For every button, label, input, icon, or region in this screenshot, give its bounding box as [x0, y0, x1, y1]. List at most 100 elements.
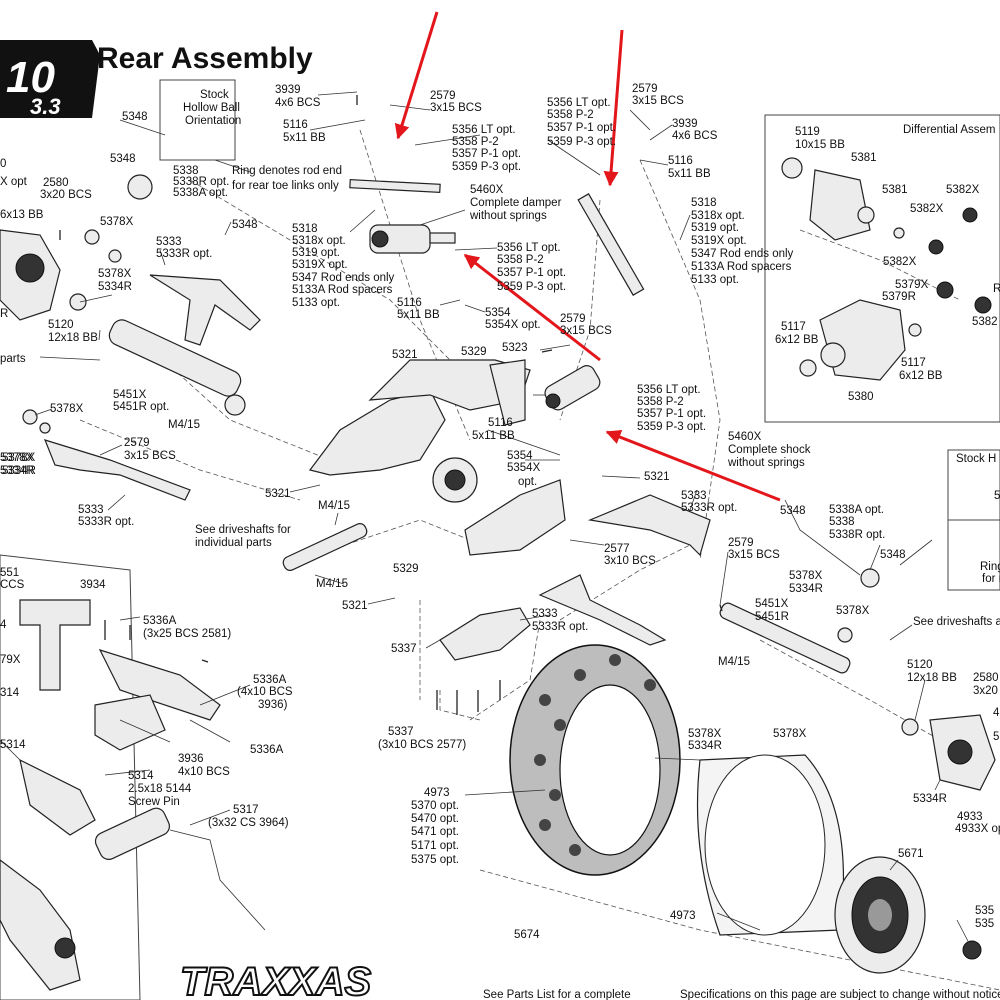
- callout-c46: 5348: [780, 505, 806, 517]
- callout-c57: 5378X: [836, 605, 870, 617]
- callout-c42: 5321: [644, 471, 670, 483]
- callout-c92: 4: [0, 619, 7, 631]
- callout-c103: R: [0, 308, 8, 320]
- parts-list-note: See Parts List for a complete: [483, 989, 631, 1000]
- callout-c5: 5348: [110, 153, 136, 165]
- callout-c43: 5321: [265, 488, 291, 500]
- parts: [0, 95, 996, 991]
- callout-c60: M4/15: [718, 656, 750, 668]
- callout-c82: 5382: [972, 316, 998, 328]
- callout-c77: 5381: [882, 184, 908, 196]
- callout-c85: 5380: [848, 391, 874, 403]
- callout-c49: M4/15: [316, 578, 348, 590]
- logo-version: 3.3: [30, 94, 61, 119]
- callout-c12: 5378X: [100, 216, 134, 228]
- callout-c80: 5382X: [883, 256, 917, 268]
- callout-c13: 5348: [232, 219, 258, 231]
- callout-c100: 5317(3x32 CS 3964): [208, 804, 289, 829]
- callout-c66: 5378X: [773, 728, 807, 740]
- callout-c102: 5: [993, 731, 999, 743]
- callout-c90: 3934: [80, 579, 106, 591]
- callout-c101: 4: [993, 707, 1000, 719]
- callout-c87: 5: [994, 490, 1000, 502]
- highlight-arrows: [394, 11, 781, 502]
- shock-tower-box: [0, 554, 141, 1000]
- callout-c11: 6x13 BB: [0, 209, 44, 221]
- callout-c96: 5336A: [250, 744, 284, 756]
- callout-c64: 5337(3x10 BCS 2577): [378, 726, 466, 751]
- leader-lines: [0, 91, 971, 946]
- callout-c86: Stock H: [956, 453, 996, 465]
- callout-c29: M4/15: [168, 419, 200, 431]
- callout-c105: R: [993, 283, 1000, 295]
- traxxas-brand-logo: TRAXXAS: [180, 960, 371, 1000]
- callout-c50: 5329: [393, 563, 419, 575]
- callout-c67: 5334R: [913, 793, 947, 805]
- callout-c91: 5336A(3x25 BCS 2581): [143, 615, 231, 640]
- callout-c97: 5314: [0, 739, 26, 751]
- callout-c59: 5337: [391, 643, 417, 655]
- callout-c4: 5348: [122, 111, 148, 123]
- callout-c76: 5381: [851, 152, 877, 164]
- callout-c72: 5674: [514, 929, 540, 941]
- callout-c35: 5329: [461, 346, 487, 358]
- footer: TRAXXAS See Parts List for a complete Sp…: [179, 959, 1000, 1000]
- callout-c71: 4973: [670, 910, 696, 922]
- callout-c74: Differential Assem: [903, 124, 995, 136]
- callout-c79: 5382X: [910, 203, 944, 215]
- callout-c70: 5671: [898, 848, 924, 860]
- logo-number: 10: [6, 53, 55, 102]
- differential-assembly-box: [764, 114, 1000, 423]
- stock-hollow-box-right: [947, 449, 1000, 591]
- callout-c27: parts: [0, 353, 26, 365]
- hollow-ball-callout-box: [159, 79, 236, 161]
- page-title: Rear Assembly: [97, 42, 313, 75]
- callout-c30: 5378X: [50, 403, 84, 415]
- callout-c53: 5348: [880, 549, 906, 561]
- callout-c88: Ringfor r: [980, 561, 1000, 585]
